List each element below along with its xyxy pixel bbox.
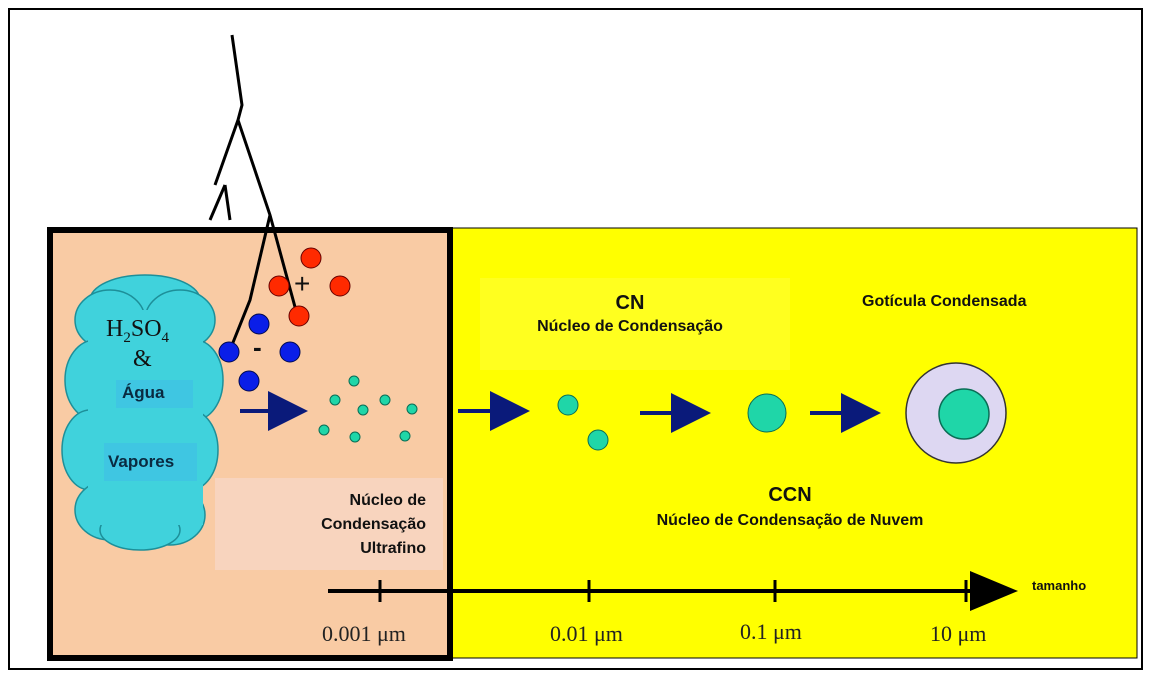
tick-label-001: 0.01 μm <box>550 621 623 646</box>
h2so4-formula: H2SO4 <box>106 316 170 346</box>
condensed-droplet <box>905 362 1007 464</box>
vapor-cloud <box>61 274 224 551</box>
agua-label: Água <box>122 383 165 402</box>
droplet-label: Gotícula Condensada <box>862 293 1027 310</box>
cn-label-panel <box>480 278 790 370</box>
ultrafine-label-panel <box>215 478 443 570</box>
plus-sign: + <box>294 268 311 299</box>
ccn-subtitle: Núcleo de Condensação de Nuvem <box>656 512 924 529</box>
agua-panel <box>116 380 193 408</box>
diagram-frame <box>8 8 1143 670</box>
ccn-title: CCN <box>768 484 812 506</box>
ultrafine-label-line1: Núcleo de <box>349 492 426 509</box>
ampersand-label: & <box>133 346 152 372</box>
ultrafine-particles <box>318 375 418 443</box>
minus-sign: - <box>253 332 262 362</box>
negative-ions <box>218 313 301 392</box>
axis-label: tamanho <box>1032 578 1087 593</box>
positive-ions <box>268 247 351 327</box>
tick-label-01: 0.1 μm <box>740 619 802 644</box>
tick-label-10: 10 μm <box>930 621 987 646</box>
size-axis <box>328 571 1018 611</box>
tick-label-0001: 0.001 μm <box>322 621 406 646</box>
cn-title: CN <box>615 292 645 314</box>
cn-subtitle: Núcleo de Condensação <box>537 318 723 335</box>
ultrafine-label-line2: Condensação <box>321 516 426 533</box>
process-arrows <box>240 391 881 433</box>
vapores-label: Vapores <box>108 452 175 471</box>
ultrafine-label-line3: Ultrafino <box>360 540 426 557</box>
cn-particles <box>557 393 787 451</box>
vapores-panel <box>104 443 197 481</box>
